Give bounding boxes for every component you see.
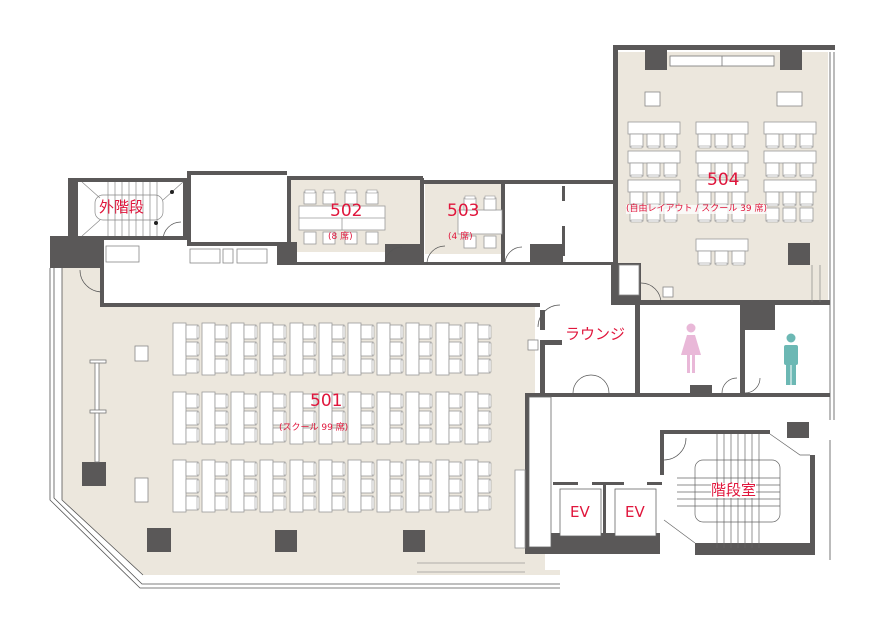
room-503-table xyxy=(457,195,503,249)
room-504-capacity: (自由レイアウト / スクール 39 席) xyxy=(626,204,767,214)
room-501-capacity: (スクール 99 席) xyxy=(279,423,349,433)
room-502-label[interactable]: 502 xyxy=(330,201,363,221)
outer-stairs-label: 外階段 xyxy=(99,198,145,216)
elevator-2-label: EV xyxy=(625,503,645,521)
room-504-label[interactable]: 504 xyxy=(707,170,740,190)
lounge-label: ラウンジ xyxy=(565,325,626,343)
room-502-table xyxy=(298,189,386,245)
room-501-label[interactable]: 501 xyxy=(310,391,343,411)
male-restroom-icon xyxy=(784,333,798,385)
room-503-capacity: (4 席) xyxy=(448,232,473,242)
room-503-label[interactable]: 503 xyxy=(447,201,480,221)
room-502-capacity: (8 席) xyxy=(328,232,353,242)
female-restroom-icon xyxy=(681,323,701,373)
outer-stairs xyxy=(81,181,184,237)
elevator-1-label: EV xyxy=(570,503,590,521)
stairwell-label: 階段室 xyxy=(711,481,757,499)
room-501-desks xyxy=(173,323,491,512)
